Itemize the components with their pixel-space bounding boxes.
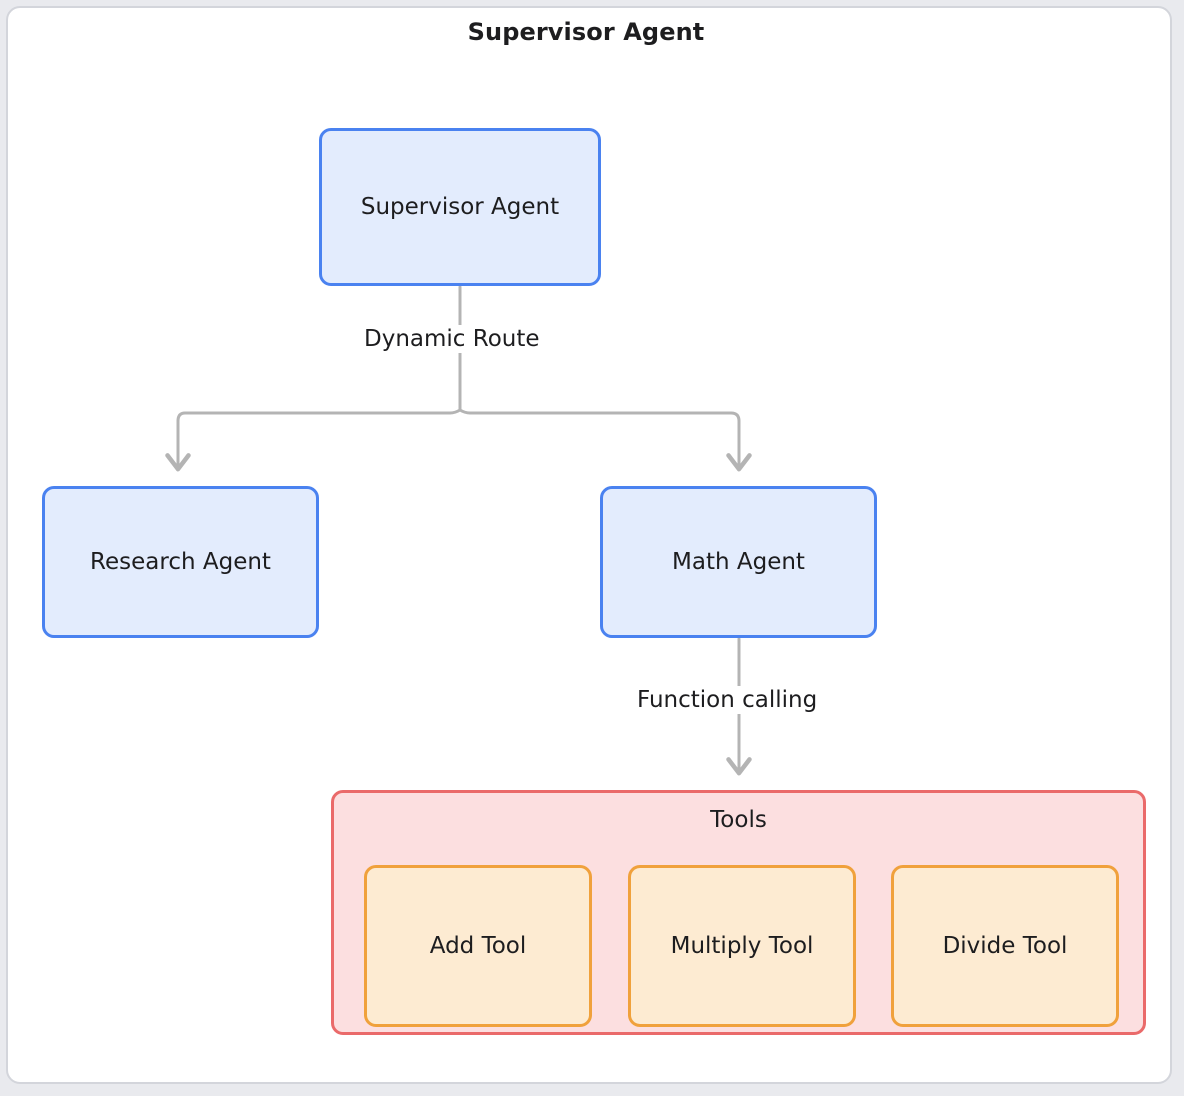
node-multiply-tool[interactable]: Multiply Tool bbox=[628, 865, 856, 1027]
node-research-agent[interactable]: Research Agent bbox=[42, 486, 319, 638]
edge-label-dynamic-route: Dynamic Route bbox=[358, 325, 546, 353]
node-supervisor-agent[interactable]: Supervisor Agent bbox=[319, 128, 601, 286]
node-add-tool[interactable]: Add Tool bbox=[364, 865, 592, 1027]
node-add-tool-label: Add Tool bbox=[429, 933, 527, 959]
node-math-agent[interactable]: Math Agent bbox=[600, 486, 877, 638]
node-divide-tool[interactable]: Divide Tool bbox=[891, 865, 1119, 1027]
diagram-title: Supervisor Agent bbox=[467, 18, 705, 46]
edge-label-function-calling: Function calling bbox=[631, 686, 824, 714]
node-research-agent-label: Research Agent bbox=[90, 549, 271, 575]
node-supervisor-agent-label: Supervisor Agent bbox=[360, 194, 560, 220]
cluster-tools-label: Tools bbox=[710, 807, 767, 833]
node-math-agent-label: Math Agent bbox=[672, 549, 805, 575]
node-multiply-tool-label: Multiply Tool bbox=[670, 933, 814, 959]
cluster-tools: Tools Add Tool Multiply Tool Divide Tool bbox=[331, 790, 1146, 1035]
node-divide-tool-label: Divide Tool bbox=[942, 933, 1068, 959]
